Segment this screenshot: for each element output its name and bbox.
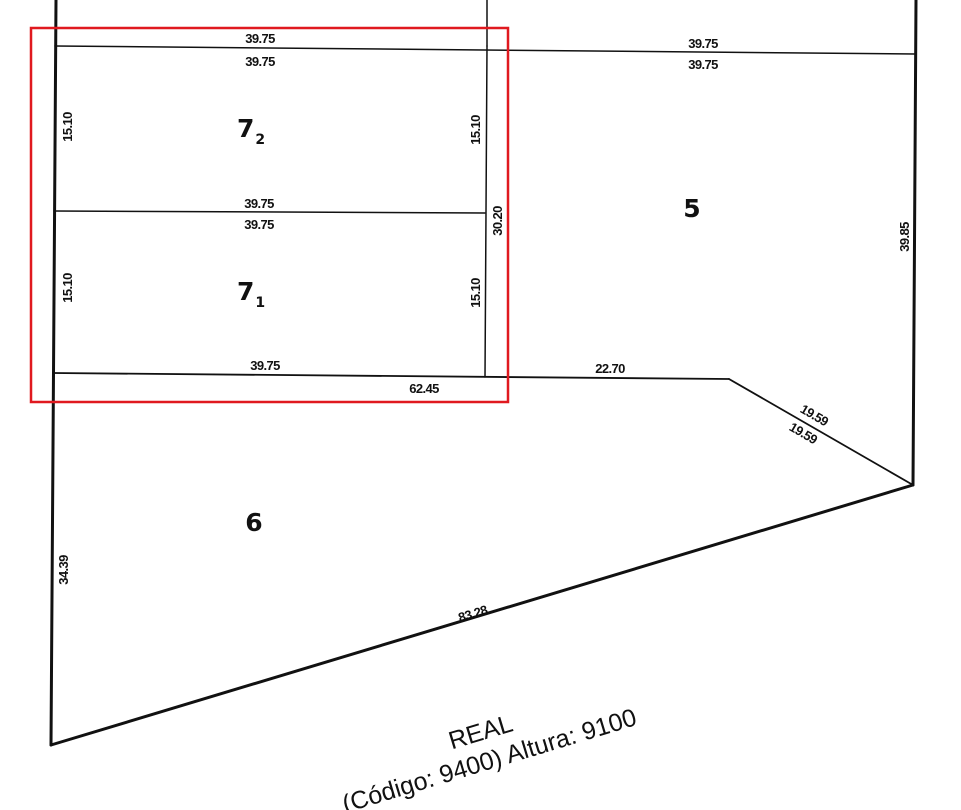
- dim-top-left-lower: 39.75: [245, 54, 275, 69]
- lot-boundaries: [49, 0, 918, 747]
- dim-top-right-upper: 39.75: [688, 36, 718, 51]
- dim-lot5-right: 39.85: [897, 222, 912, 252]
- lot-7-1-label: 71: [237, 277, 265, 311]
- lot-5-label: 5: [683, 194, 700, 223]
- lot7-right-boundary-line: [484, 45, 488, 378]
- dimension-labels: 39.75 39.75 39.75 39.75 39.75 39.75 39.7…: [56, 31, 912, 625]
- dim-lot71-right: 15.10: [468, 278, 483, 308]
- dim-top-left-upper: 39.75: [245, 31, 275, 46]
- top-boundary-line: [54, 45, 916, 55]
- dim-middle-upper: 39.75: [244, 196, 274, 211]
- street-label: REAL (Código: 9400) Altura: 9100: [339, 703, 640, 810]
- right-boundary-line: [911, 0, 918, 487]
- dim-lot72-right: 15.10: [468, 115, 483, 145]
- lot7-divider-line: [53, 210, 486, 214]
- dim-middle-lower: 39.75: [244, 217, 274, 232]
- dim-lot72-left: 15.10: [60, 112, 75, 142]
- lot6-top-boundary-line: [52, 372, 730, 380]
- diagonal-boundary-line: [728, 378, 914, 486]
- dim-lot6-top: 62.45: [409, 381, 439, 396]
- dim-lot5-bottom: 22.70: [595, 361, 625, 376]
- dim-top-right-lower: 39.75: [688, 57, 718, 72]
- lot-numbers: 72 71 5 6: [237, 114, 701, 537]
- dim-lot6-bottom: 83.28: [456, 602, 489, 625]
- lot-7-2-label: 72: [237, 114, 265, 148]
- dim-lot6-left: 34.39: [56, 555, 71, 585]
- dim-lot71-bottom: 39.75: [250, 358, 280, 373]
- dim-lot71-left: 15.10: [60, 273, 75, 303]
- lot-6-label: 6: [245, 508, 262, 537]
- dim-combined-right: 30.20: [490, 206, 505, 236]
- street-frontage-line: [49, 483, 915, 747]
- highlight-rectangle: [29, 26, 510, 404]
